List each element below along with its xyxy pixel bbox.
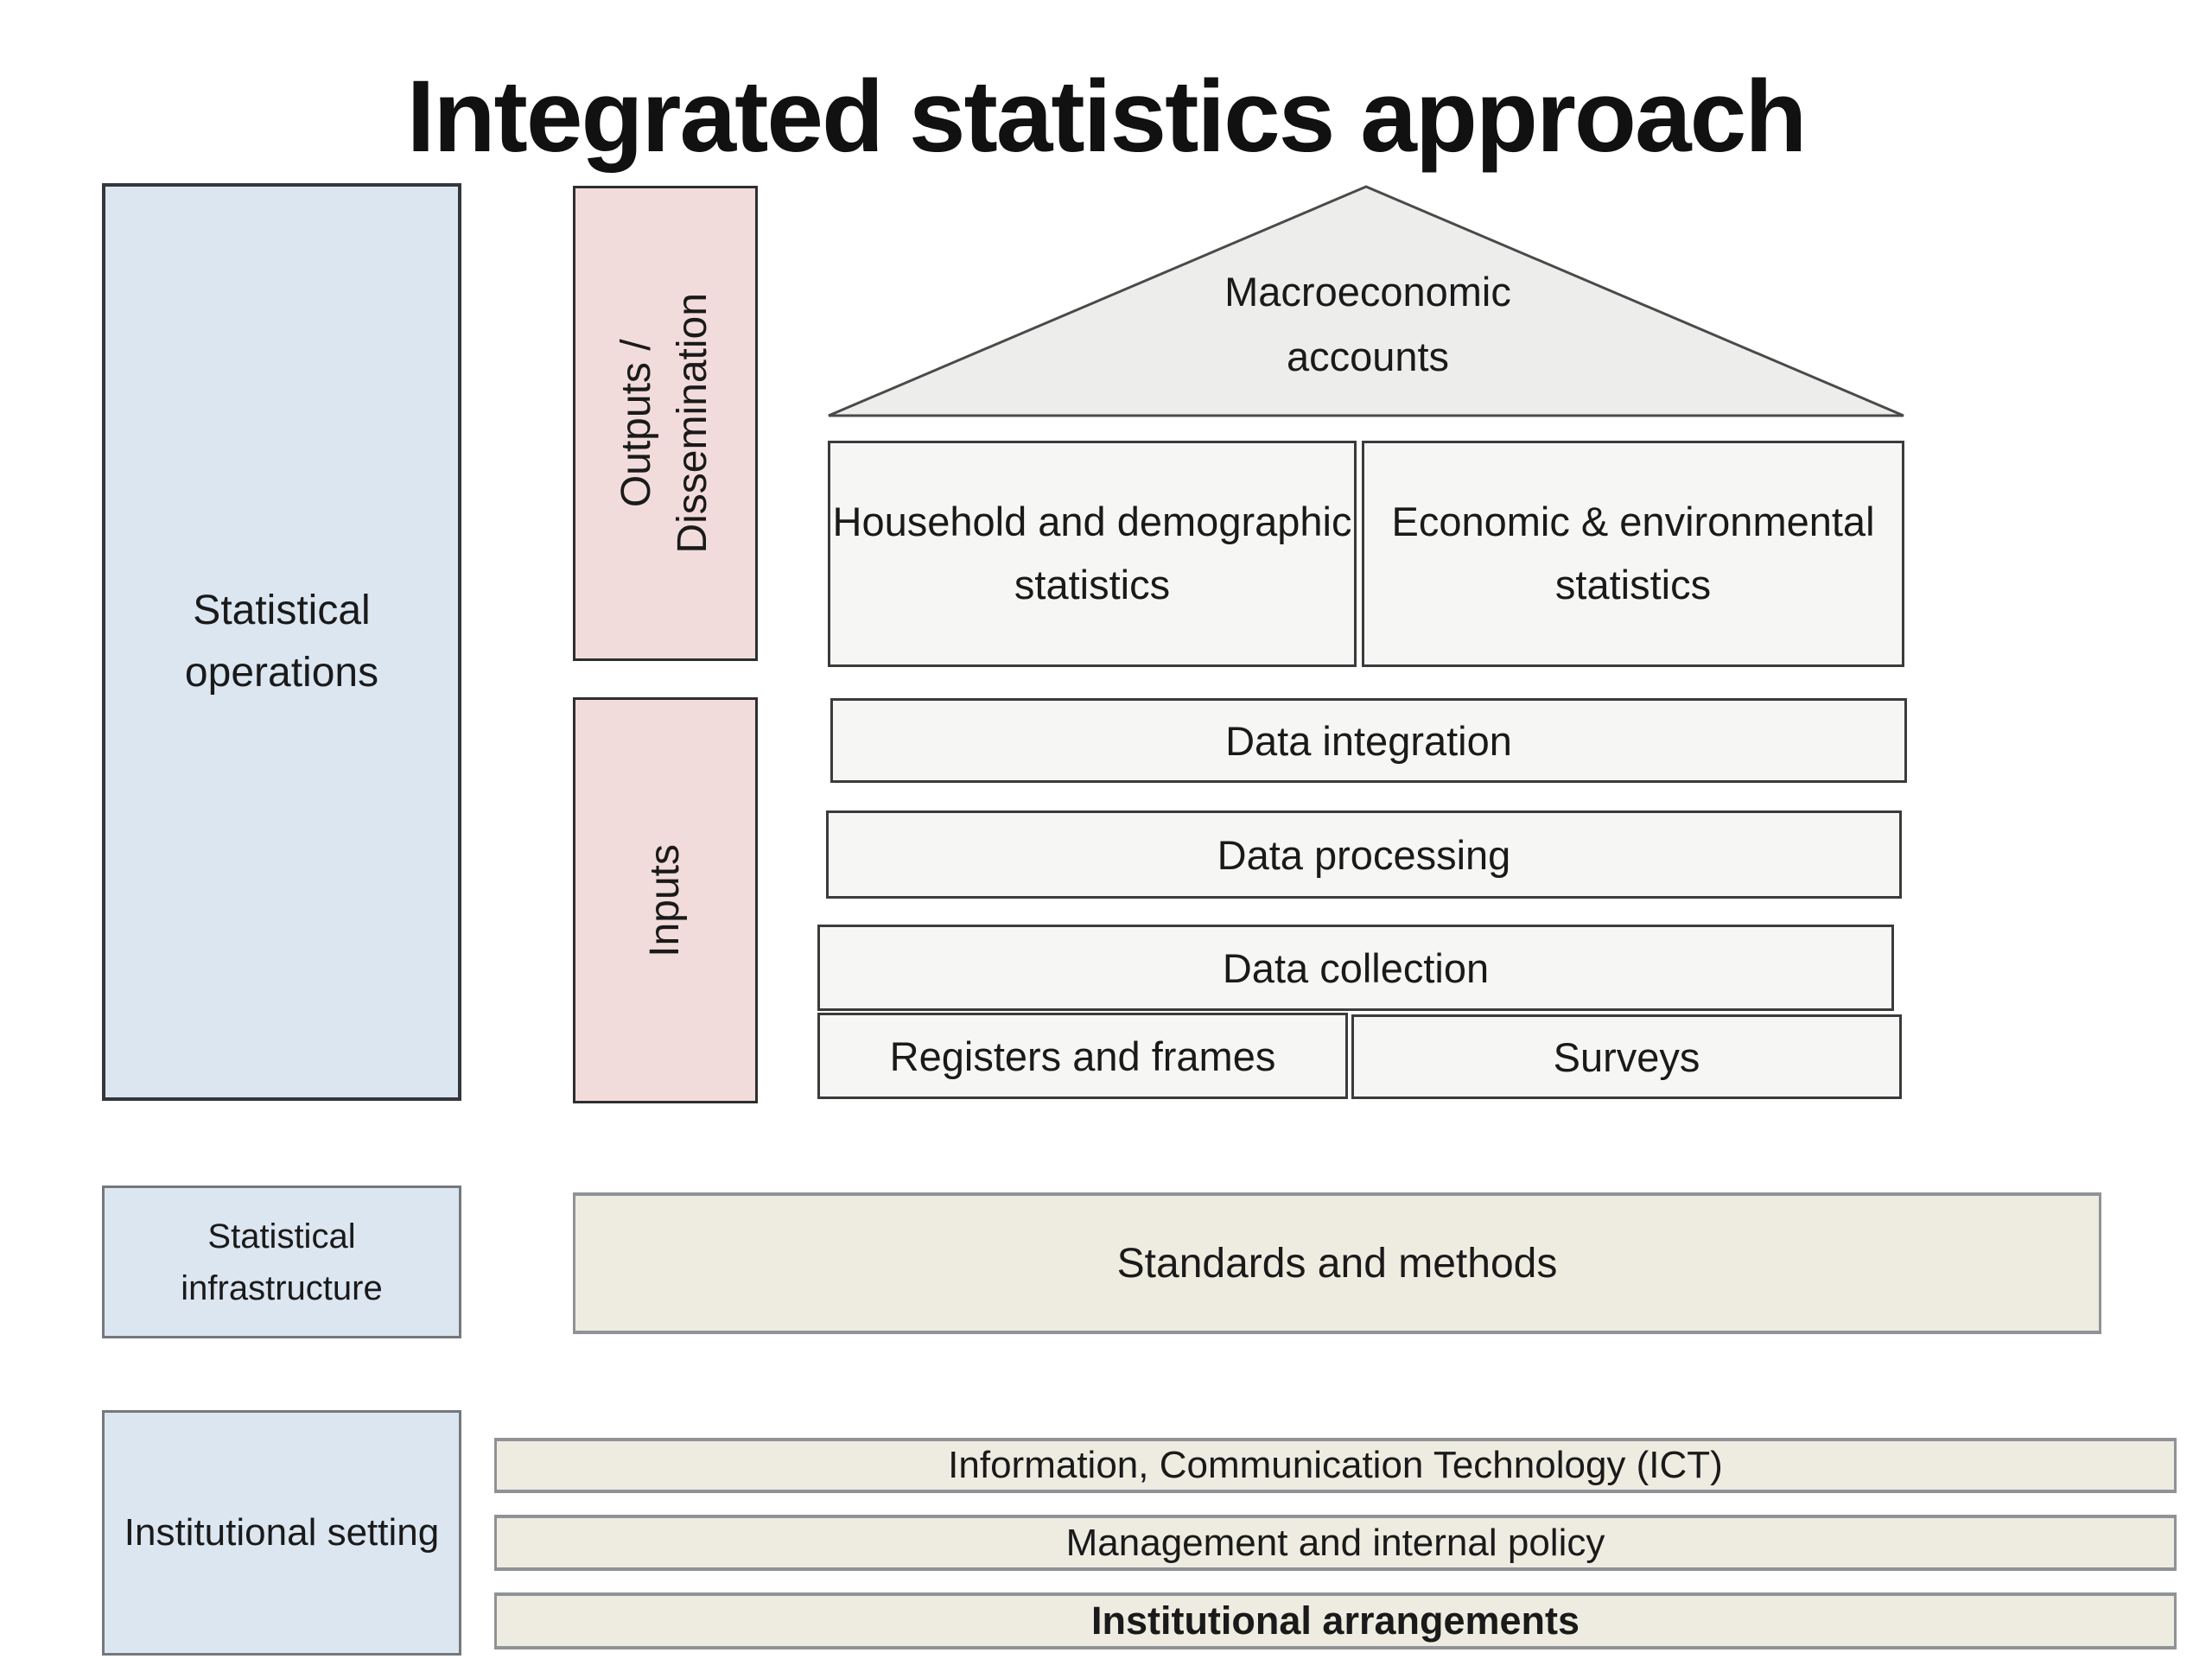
management-policy-bar: Management and internal policy (494, 1515, 2177, 1571)
institutional-setting-box: Institutional setting (102, 1410, 461, 1656)
data-processing-bar: Data processing (826, 810, 1902, 899)
institutional-arrangements-bar: Institutional arrangements (494, 1592, 2177, 1649)
inputs-label: Inputs (641, 843, 688, 957)
surveys-box: Surveys (1351, 1014, 1902, 1099)
statistical-operations-label: Statistical operations (184, 588, 379, 696)
outputs-dissemination-box: Outputs / Dissemination (573, 186, 758, 661)
page-title: Integrated statistics approach (406, 60, 1808, 174)
data-integration-bar: Data integration (830, 698, 1907, 783)
standards-methods-bar: Standards and methods (573, 1192, 2101, 1334)
roof-label: Macroeconomic accounts (1224, 269, 1511, 380)
outputs-dissemination-label: Outputs / Dissemination (613, 293, 716, 554)
roof-triangle (828, 185, 1904, 417)
statistical-infrastructure-box: Statistical infrastructure (102, 1185, 461, 1338)
inputs-box: Inputs (573, 697, 758, 1103)
data-collection-bar: Data collection (817, 925, 1894, 1011)
registers-frames-box: Registers and frames (817, 1013, 1348, 1099)
ict-bar: Information, Communication Technology (I… (494, 1438, 2177, 1493)
economic-environmental-box: Economic & environmental statistics (1362, 441, 1904, 667)
household-demographic-box: Household and demographic statistics (828, 441, 1357, 667)
statistical-operations-box: Statistical operations (102, 183, 461, 1101)
